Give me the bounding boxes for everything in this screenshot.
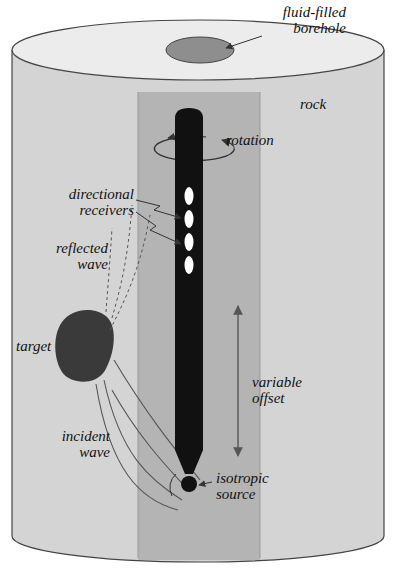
isotropic-source-ball — [181, 476, 197, 492]
leader-line — [226, 36, 262, 48]
incident-wave-label: incident wave — [40, 428, 110, 460]
leader-line — [136, 212, 181, 244]
receivers — [185, 187, 194, 274]
reflected-wavefronts — [106, 205, 150, 330]
rock-cylinder — [12, 50, 384, 562]
reflected-wave-label: reflected wave — [28, 240, 108, 272]
rotation-label: rotation — [226, 132, 306, 148]
target-label: target — [16, 338, 60, 354]
receivers-label: directional receivers — [40, 186, 134, 218]
borehole-opening — [166, 37, 234, 63]
offset-label: variable offset — [252, 374, 322, 406]
source-label: isotropic source — [216, 470, 296, 502]
target-body — [55, 310, 114, 382]
rock-label: rock — [300, 96, 360, 112]
leader-line — [199, 482, 212, 485]
logging-tool — [175, 108, 203, 474]
leader-line — [136, 200, 181, 218]
borehole-label: fluid-filled borehole — [236, 4, 346, 36]
offset-arrow — [237, 306, 238, 456]
